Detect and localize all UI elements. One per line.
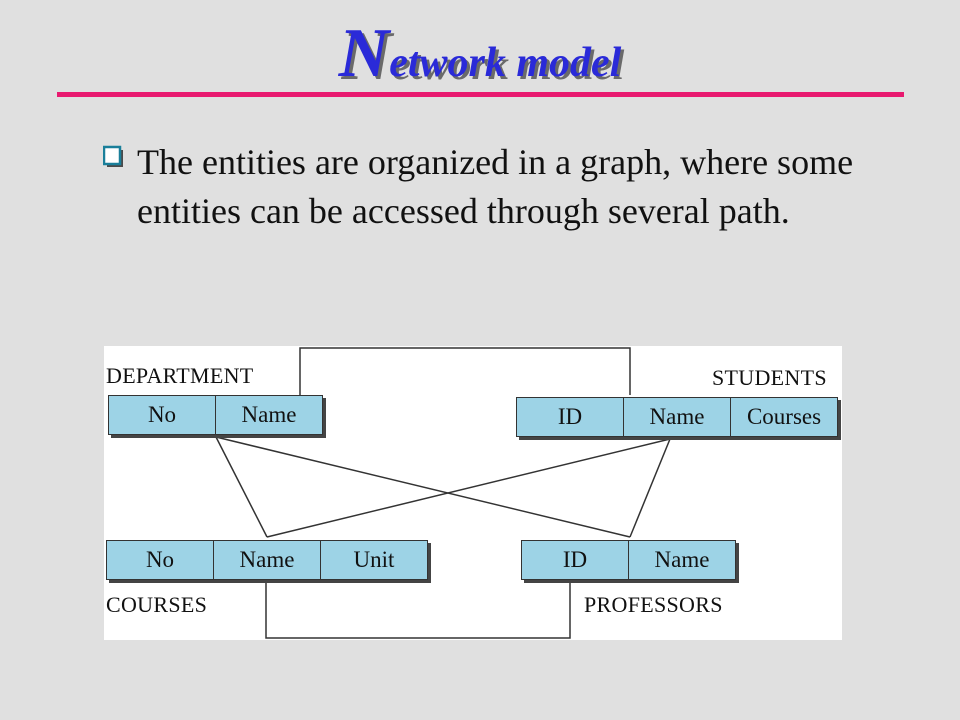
network-diagram: DEPARTMENT No Name STUDENTS ID Name Cour… [104, 346, 842, 640]
link-students-courses [266, 438, 671, 538]
slide-title: Network model [0, 14, 960, 94]
department-label: DEPARTMENT [106, 363, 254, 388]
professors-label: PROFESSORS [584, 592, 723, 617]
courses-field-no: No [106, 540, 214, 580]
department-field-no: No [108, 395, 216, 435]
professors-field-id: ID [521, 540, 629, 580]
title-initial: N [338, 15, 390, 92]
connector-department-students [299, 347, 631, 395]
students-label: STUDENTS [712, 365, 827, 390]
courses-field-unit: Unit [320, 540, 428, 580]
link-department-professors [215, 436, 631, 538]
students-field-name: Name [623, 397, 731, 437]
link-department-courses [215, 436, 268, 538]
students-field-courses: Courses [730, 397, 838, 437]
title-rest: etwork model [389, 40, 622, 86]
connector-courses-professors [265, 582, 571, 639]
link-students-professors [629, 438, 671, 538]
students-field-id: ID [516, 397, 624, 437]
courses-field-name: Name [213, 540, 321, 580]
title-underline [57, 92, 904, 97]
courses-label: COURSES [106, 592, 208, 617]
diagram-connections [215, 347, 671, 639]
department-field-name: Name [215, 395, 323, 435]
professors-field-name: Name [628, 540, 736, 580]
bullet-text: The entities are organized in a graph, w… [137, 142, 854, 231]
checkbox-bullet-icon [103, 145, 123, 167]
